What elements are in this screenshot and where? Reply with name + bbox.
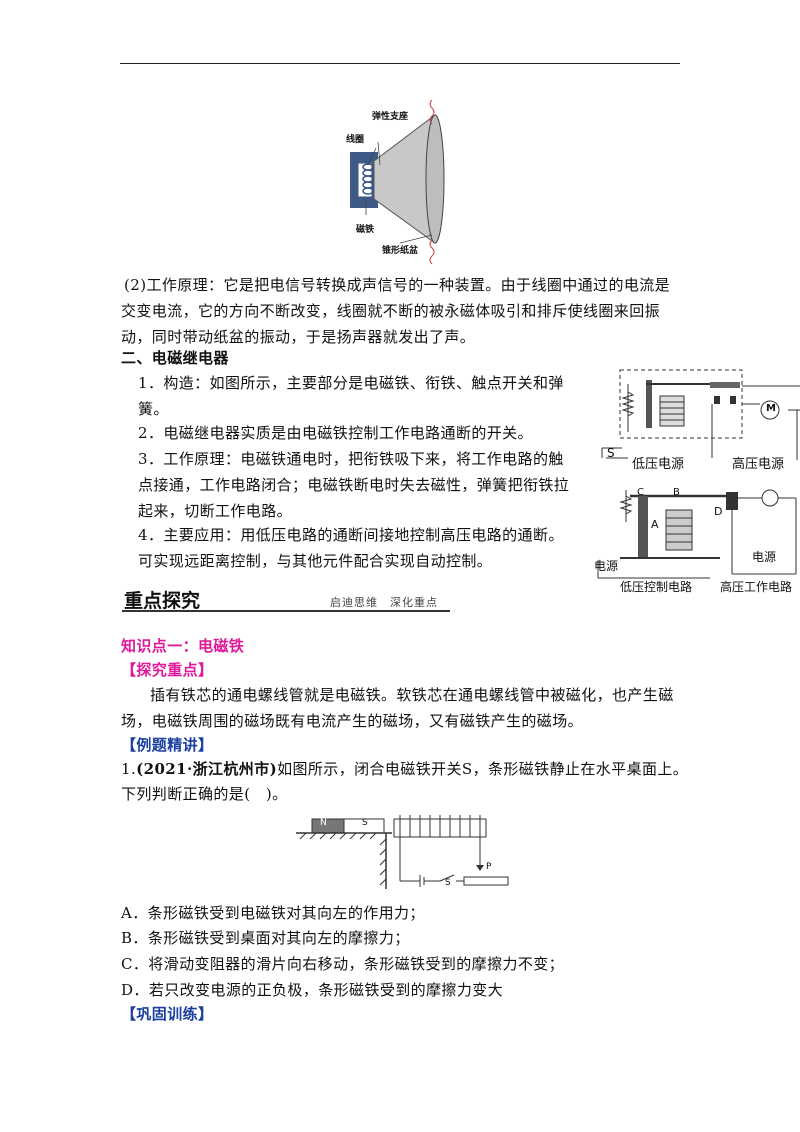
fig2-source-right: 电源 bbox=[752, 550, 777, 564]
label-cone: 锥形纸盆 bbox=[382, 246, 419, 256]
label-coil: 线圈 bbox=[346, 135, 365, 145]
question-stem-text: 如图所示，闭合电磁铁开关S，条形磁铁静止在水平桌面上。 bbox=[277, 760, 689, 778]
relay-figure-1 bbox=[601, 369, 800, 460]
fig2-a-label: A bbox=[651, 518, 659, 531]
option-a: A．条形磁铁受到电磁铁对其向左的作用力； bbox=[121, 904, 425, 922]
fig2-c-label: C bbox=[637, 487, 644, 498]
relay-item-1a: 1．构造：如图所示，主要部分是电磁铁、衔铁、触点开关和弹 bbox=[138, 374, 564, 392]
relay-item-3c: 起来，切断工作电路。 bbox=[138, 502, 293, 520]
explore-line-2: 场，电磁铁周围的磁场既有电流产生的磁场，又有磁铁产生的磁场。 bbox=[121, 712, 584, 730]
relay-item-4a: 4．主要应用：用低压电路的通断间接地控制高压电路的通断。 bbox=[138, 526, 564, 544]
relay-item-2: 2．电磁继电器实质是由电磁铁控制工作电路通断的开关。 bbox=[138, 424, 533, 442]
principle-line-1: (2)工作原理：它是把电信号转换成声信号的一种装置。由于线圈中通过的电流是 bbox=[124, 276, 671, 294]
fig1-s-label: S bbox=[607, 446, 615, 460]
magnet-n-label: N bbox=[320, 818, 327, 828]
switch-s-label: S bbox=[445, 878, 451, 888]
knowledge-point-1: 知识点一：电磁铁 bbox=[121, 637, 245, 655]
question-number: 1. bbox=[121, 760, 137, 778]
example-tag: 【例题精讲】 bbox=[121, 736, 214, 754]
relay-heading: 二、电磁继电器 bbox=[121, 349, 229, 367]
coil-turns bbox=[362, 163, 374, 195]
principle-line-3: 动，同时带动纸盆的振动，于是扬声器就发出了声。 bbox=[121, 328, 476, 346]
cone-rim bbox=[425, 114, 445, 244]
relay-item-3a: 3．工作原理：电磁铁通电时，把衔铁吸下来，将工作电路的触 bbox=[138, 450, 564, 468]
label-elastic: 弹性支座 bbox=[372, 112, 409, 122]
slider-p-label: P bbox=[486, 862, 492, 872]
fig2-d-label: D bbox=[714, 505, 723, 518]
explore-tag: 【探究重点】 bbox=[121, 661, 214, 679]
option-b: B．条形磁铁受到桌面对其向左的摩擦力； bbox=[121, 929, 410, 947]
explore-line-1: 插有铁芯的通电螺线管就是电磁铁。软铁芯在通电螺线管中被磁化，也产生磁 bbox=[150, 686, 674, 704]
fig1-high-source: 高压电源 bbox=[732, 457, 785, 472]
section-rule bbox=[122, 610, 450, 612]
question-figure bbox=[296, 815, 509, 889]
relay-figure-2 bbox=[597, 489, 797, 579]
fig2-high-circuit: 高压工作电路 bbox=[720, 580, 793, 594]
practice-tag: 【巩固训练】 bbox=[121, 1005, 214, 1023]
magnet-s-label: S bbox=[362, 818, 368, 828]
relay-item-4b: 可实现远距离控制，与其他元件配合实现自动控制。 bbox=[138, 552, 493, 570]
section-subtitle: 启迪思维 深化重点 bbox=[330, 596, 438, 609]
option-d: D．若只改变电源的正负极，条形磁铁受到的摩擦力变大 bbox=[121, 981, 504, 999]
principle-line-2: 交变电流，它的方向不断改变，线圈就不断的被永磁体吸引和排斥使线圈来回振 bbox=[121, 302, 661, 320]
option-c: C．将滑动变阻器的滑片向右移动，条形磁铁受到的摩擦力不变； bbox=[121, 955, 565, 973]
label-magnet: 磁铁 bbox=[356, 225, 375, 235]
speaker-figure bbox=[350, 99, 445, 265]
relay-item-3b: 点接通，工作电路闭合；电磁铁断电时失去磁性，弹簧把衔铁拉 bbox=[138, 476, 570, 494]
fig1-low-source: 低压电源 bbox=[632, 457, 685, 472]
section-title: 重点探究 bbox=[124, 590, 201, 612]
question-stem-2: 下列判断正确的是( )。 bbox=[121, 785, 288, 803]
fig2-b-label: B bbox=[673, 487, 680, 498]
fig2-low-circuit: 低压控制电路 bbox=[620, 580, 693, 594]
question-source: (2021·浙江杭州市) bbox=[136, 760, 278, 778]
fig1-motor-label: M bbox=[766, 403, 776, 414]
header-rule bbox=[120, 63, 680, 64]
relay-item-1b: 簧。 bbox=[138, 400, 169, 418]
question-stem-1: 1.(2021·浙江杭州市)如图所示，闭合电磁铁开关S，条形磁铁静止在水平桌面上… bbox=[121, 755, 688, 784]
fig2-source-left: 电源 bbox=[594, 559, 619, 573]
